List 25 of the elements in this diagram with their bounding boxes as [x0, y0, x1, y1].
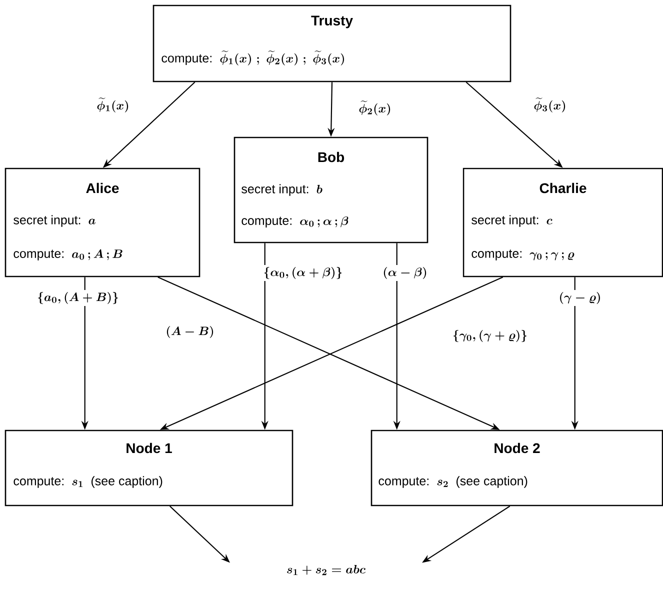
box-title: Bob	[318, 152, 344, 162]
box-title: Node 2	[494, 442, 540, 454]
box-text: secret input: $a$	[14, 215, 96, 227]
edge-label: $\{a_0,(A+B)\}$	[35, 290, 121, 306]
edge-label: $\{\alpha_0,(\alpha+\beta)\}$	[261, 265, 345, 281]
box-title: Node 1	[126, 442, 172, 454]
edge-label: $\widetilde{\phi}_{2}(x)$	[356, 98, 394, 118]
edge-label: $(A-B)$	[164, 324, 216, 340]
box-text: compute: $\gamma_0\,;\gamma\,;\varrho$	[472, 250, 574, 260]
edge-label: $\widetilde{\phi}_{3}(x)$	[532, 96, 568, 114]
result-formula: $s_1+s_2=abc$	[287, 564, 366, 576]
box-title: Trusty	[311, 16, 353, 28]
edge-label: $\widetilde{\phi}_{1}(x)$	[94, 96, 132, 114]
box-text: compute: $\widetilde{\phi}_{1}(x)\;;\;\widetilde{\phi}_{2}(x)\;;\;\widetilde{\phi}_{3}(x)$	[162, 50, 344, 66]
edge-label: $(\gamma-\varrho)$	[556, 290, 604, 306]
box-text: compute: $s_1$ (see caption)	[14, 476, 162, 488]
edge-label: $\{\gamma_0,(\gamma+\varrho)\}$	[450, 328, 530, 344]
box-text: compute: $s_2$ (see caption)	[378, 476, 528, 488]
box-title: Alice	[86, 182, 119, 194]
box-text: secret input: $c$	[472, 215, 552, 227]
box-text: compute: $\alpha_0\,;\alpha\,;\beta$	[242, 216, 348, 228]
box-title: Charlie	[540, 182, 586, 194]
box-text: secret input: $b$	[242, 184, 322, 196]
box-text: compute: $a_0\,;A\,;B$	[14, 249, 122, 260]
edge-label: $(\alpha-\beta)$	[380, 265, 430, 281]
